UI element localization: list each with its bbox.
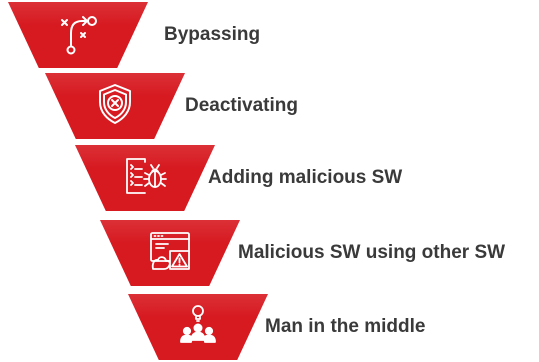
list-item-man-in-the-middle: Man in the middle xyxy=(0,294,539,360)
people-network-icon xyxy=(176,303,220,347)
list-item-deactivating: Deactivating xyxy=(0,73,539,139)
item-label-deactivating: Deactivating xyxy=(185,95,298,116)
list-item-malicious-sw-using-other-sw: Malicious SW using other SW xyxy=(0,220,539,286)
item-label-man-in-the-middle: Man in the middle xyxy=(265,316,426,337)
item-label-malicious-sw-using-other-sw: Malicious SW using other SW xyxy=(238,242,506,263)
list-item-bypassing: Bypassing xyxy=(0,2,539,68)
route-path-icon xyxy=(56,11,100,55)
browser-warning-icon xyxy=(148,229,192,273)
code-bug-icon xyxy=(123,154,167,198)
item-label-adding-malicious-sw: Adding malicious SW xyxy=(208,167,403,188)
shield-x-icon xyxy=(93,82,137,126)
item-label-bypassing: Bypassing xyxy=(164,24,261,45)
list-item-adding-malicious-sw: Adding malicious SW xyxy=(0,145,539,211)
